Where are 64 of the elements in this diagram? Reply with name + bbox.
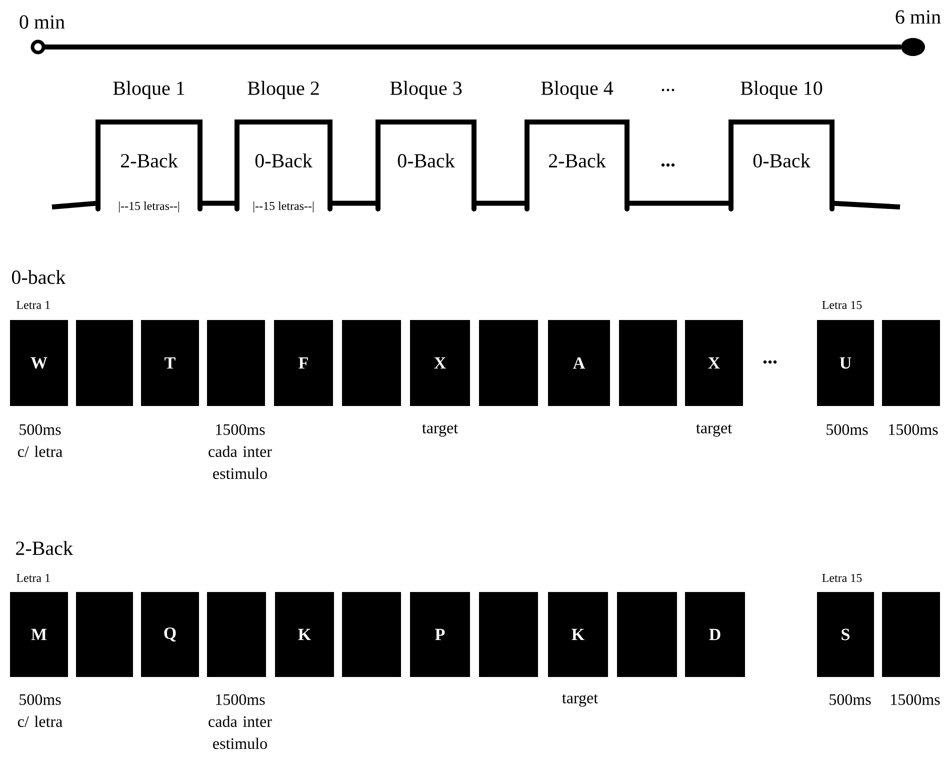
- blank-card: [619, 320, 677, 406]
- block-length-note: |--15 letras--|: [119, 202, 179, 212]
- signal-line: [474, 200, 527, 206]
- duration-note: target: [422, 424, 458, 437]
- letter-index: Letra 1: [16, 574, 50, 582]
- ellipsis: ...: [661, 163, 675, 167]
- block-heading: Bloque 1: [113, 80, 184, 100]
- letter-card: X: [685, 320, 743, 406]
- duration-note: 500ms c/ letra: [18, 694, 62, 727]
- duration-note: 500ms c/ letra: [18, 424, 62, 457]
- block-heading: Bloque 2: [248, 80, 319, 100]
- blank-card: [207, 320, 265, 406]
- duration-note: target: [562, 694, 598, 707]
- ellipsis: ...: [662, 88, 674, 92]
- duration-note: 1500ms cada inter estimulo: [208, 694, 272, 749]
- ellipsis: ...: [763, 360, 777, 364]
- block-length-note: |--15 letras--|: [254, 202, 314, 212]
- time-label: 0 min: [20, 15, 65, 29]
- letter-card: K: [548, 592, 608, 677]
- letter-card: Q: [141, 592, 199, 677]
- letter-card: S: [817, 592, 874, 677]
- letter-card: K: [275, 592, 334, 677]
- letter-index: Letra 15: [822, 574, 862, 582]
- blank-card: [76, 592, 133, 677]
- block-heading: Bloque 10: [740, 80, 822, 100]
- blank-card: [342, 592, 401, 677]
- blank-card: [882, 592, 940, 677]
- duration-note: 1500ms: [891, 694, 940, 705]
- letter-card: T: [141, 320, 199, 406]
- letter-card: F: [274, 320, 333, 406]
- section-title: 2-Back: [16, 540, 73, 556]
- block-pulse: 0-Back: [376, 120, 476, 212]
- block-pulse: 2-Back: [524, 120, 630, 212]
- letter-card: A: [548, 320, 610, 406]
- blank-card: [76, 320, 133, 406]
- blank-card: [479, 320, 538, 406]
- duration-note: 500ms: [826, 424, 868, 435]
- duration-note: target: [696, 424, 732, 437]
- letter-card: P: [410, 592, 470, 677]
- letter-index: Letra 1: [16, 300, 50, 309]
- time-label: 6 min: [896, 10, 941, 24]
- signal-line: [832, 200, 900, 210]
- section-title: 0-back: [12, 270, 66, 284]
- block-heading: Bloque 4: [541, 80, 614, 100]
- blank-card: [479, 592, 538, 677]
- signal-line: [627, 200, 731, 206]
- blank-card: [617, 592, 677, 677]
- signal-line: [330, 200, 378, 206]
- blank-card: [207, 592, 266, 677]
- duration-note: 500ms: [830, 694, 871, 705]
- signal-line: [52, 200, 98, 210]
- letter-card: M: [10, 592, 68, 677]
- signal-line: [200, 200, 237, 206]
- block-pulse: 0-Back: [728, 120, 834, 212]
- blank-card: [342, 320, 401, 406]
- letter-card: W: [10, 320, 68, 406]
- letter-card: D: [685, 592, 745, 677]
- duration-note: 1500ms cada inter estimulo: [208, 424, 272, 479]
- letter-index: Letra 15: [822, 300, 862, 309]
- blank-card: [882, 320, 940, 406]
- letter-card: X: [410, 320, 470, 406]
- block-heading: Bloque 3: [390, 80, 462, 100]
- duration-note: 1500ms: [889, 424, 938, 435]
- letter-card: U: [817, 320, 874, 406]
